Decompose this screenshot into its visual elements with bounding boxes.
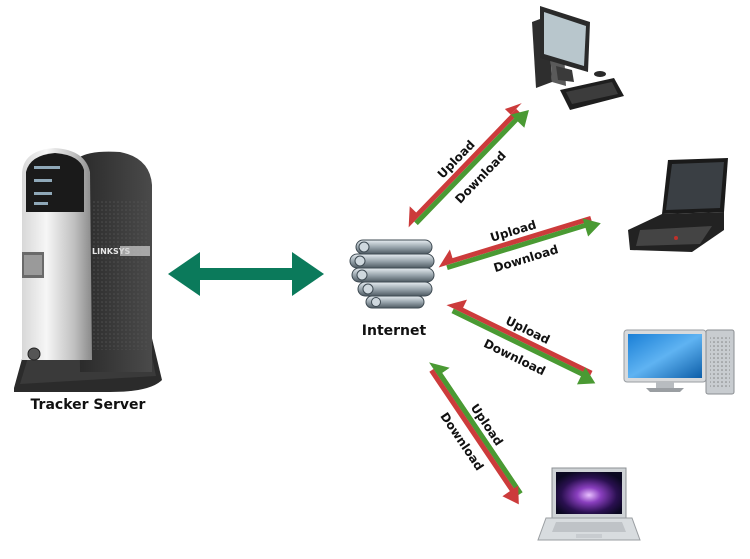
mac-desktop-peer: [623, 329, 735, 395]
tracker-server-device: LINKSYS: [14, 148, 162, 392]
link-thinkpad-laptop: Upload Download: [438, 215, 601, 275]
link-macbook: Upload Download: [429, 362, 523, 505]
internet-pipes-icon: [344, 226, 440, 318]
thinkpad-laptop-peer: [628, 158, 728, 252]
tracker-server-label: Tracker Server: [31, 397, 146, 413]
internet-label: Internet: [362, 323, 427, 339]
macbook-peer: [537, 467, 641, 541]
server-internet-arrow: [168, 252, 324, 296]
linksys-logo: LINKSYS: [92, 247, 131, 256]
desktop-pc-peer: [532, 6, 624, 110]
link-desktop-pc: Upload Download: [408, 103, 529, 228]
link-mac-desktop: Upload Download: [446, 299, 596, 385]
